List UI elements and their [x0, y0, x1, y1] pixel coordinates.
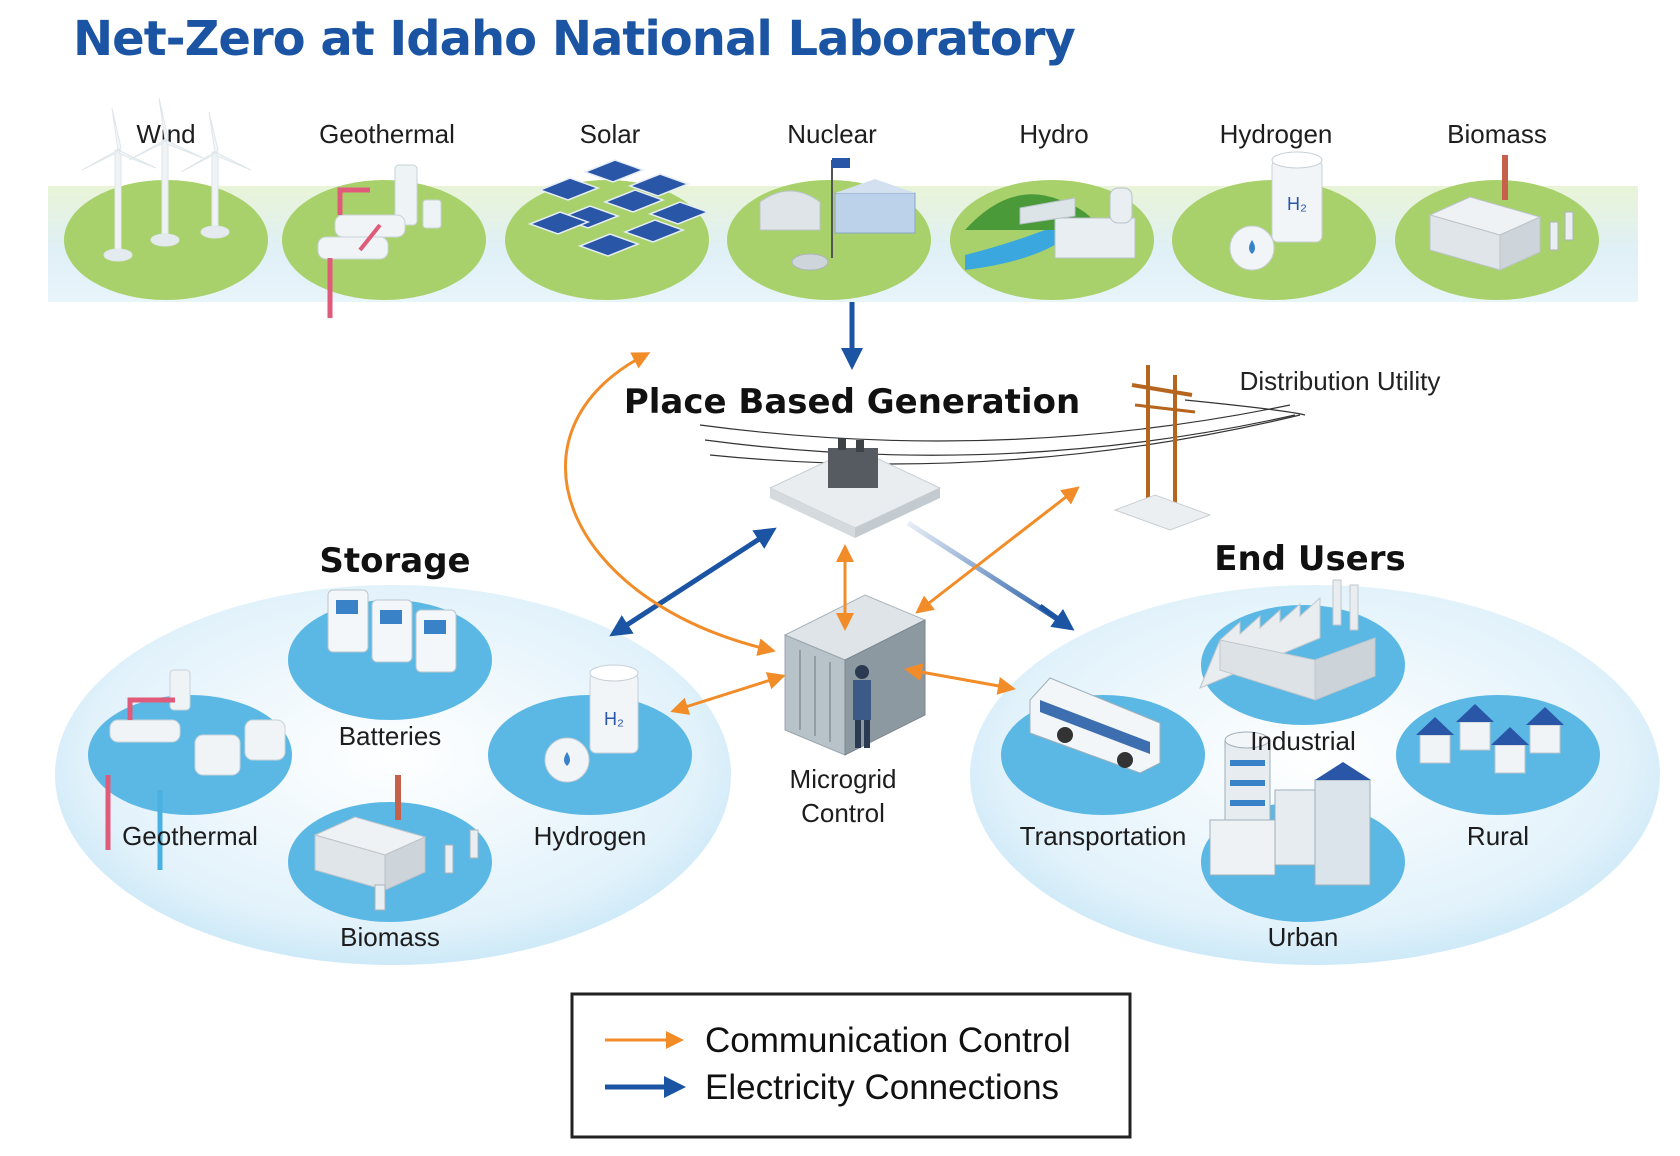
end-user-label-industrial: Industrial	[1250, 726, 1356, 756]
microgrid-storage-curve-comm-arrow	[563, 352, 776, 656]
substation-icon	[768, 438, 942, 538]
storage-label-geothermal: Geothermal	[122, 821, 258, 851]
rural-houses-icon	[1416, 704, 1564, 774]
source-label-nuclear: Nuclear	[787, 119, 877, 149]
place-based-generation-title: Place Based Generation	[624, 382, 1080, 422]
generation-storage-electricity-arrow	[609, 527, 777, 637]
microgrid-distribution-comm-arrow	[915, 486, 1080, 614]
urban-buildings-icon	[1209, 731, 1371, 886]
storage-label-hydrogen: Hydrogen	[534, 821, 647, 851]
wind-turbines-icon	[81, 97, 252, 262]
storage-title: Storage	[319, 541, 470, 581]
storage-label-batteries: Batteries	[339, 721, 442, 751]
storage-label-biomass: Biomass	[340, 922, 440, 952]
source-label-hydro: Hydro	[1019, 119, 1088, 149]
microgrid-hydrogen-comm-arrow	[670, 672, 786, 715]
h2-symbol-storage: H₂	[604, 709, 624, 729]
storage-hydrogen-icon: H₂	[544, 664, 639, 783]
storage-hydrogen-pad	[488, 695, 692, 815]
microgrid-label-line2: Control	[801, 798, 885, 828]
bus-icon	[1029, 677, 1161, 774]
legend-box	[570, 992, 1132, 1139]
end-users-title: End Users	[1214, 539, 1406, 579]
hydro-dam-icon	[965, 187, 1136, 270]
microgrid-server-icon	[783, 594, 927, 756]
batteries-icon	[327, 589, 457, 673]
source-label-geothermal: Geothermal	[319, 119, 455, 149]
end-user-label-transportation: Transportation	[1020, 821, 1187, 851]
legend-communication-label: Communication Control	[705, 1021, 1071, 1060]
distribution-utility-label: Distribution Utility	[1240, 366, 1441, 396]
source-label-hydrogen: Hydrogen	[1220, 119, 1333, 149]
hydrogen-tank-icon: H₂	[1229, 151, 1323, 271]
microgrid-transport-comm-arrow	[904, 663, 1016, 695]
page-title: Net-Zero at Idaho National Laboratory	[73, 11, 1075, 67]
end-users-zone	[970, 585, 1660, 965]
end-user-label-urban: Urban	[1268, 922, 1339, 952]
nuclear-facility-icon	[759, 158, 916, 271]
biomass-plant-icon	[1428, 155, 1574, 271]
geothermal-plant-icon	[317, 164, 442, 318]
h2-symbol-top: H₂	[1287, 194, 1307, 214]
industrial-factory-icon	[1199, 579, 1376, 701]
solar-panels-icon	[527, 159, 711, 257]
storage-zone	[55, 585, 731, 965]
microgrid-label-line1: Microgrid	[790, 764, 897, 794]
generation-endusers-electricity-arrowhead	[1038, 603, 1075, 631]
storage-geothermal-icon	[105, 669, 286, 870]
legend: Communication Control Electricity Connec…	[570, 992, 1132, 1139]
end-user-label-rural: Rural	[1467, 821, 1529, 851]
legend-electricity-label: Electricity Connections	[705, 1068, 1059, 1107]
source-label-biomass: Biomass	[1447, 119, 1547, 149]
utility-pole-icon	[1113, 365, 1212, 531]
power-lines	[699, 399, 1306, 465]
storage-biomass-icon	[313, 775, 479, 911]
source-label-solar: Solar	[580, 119, 641, 149]
